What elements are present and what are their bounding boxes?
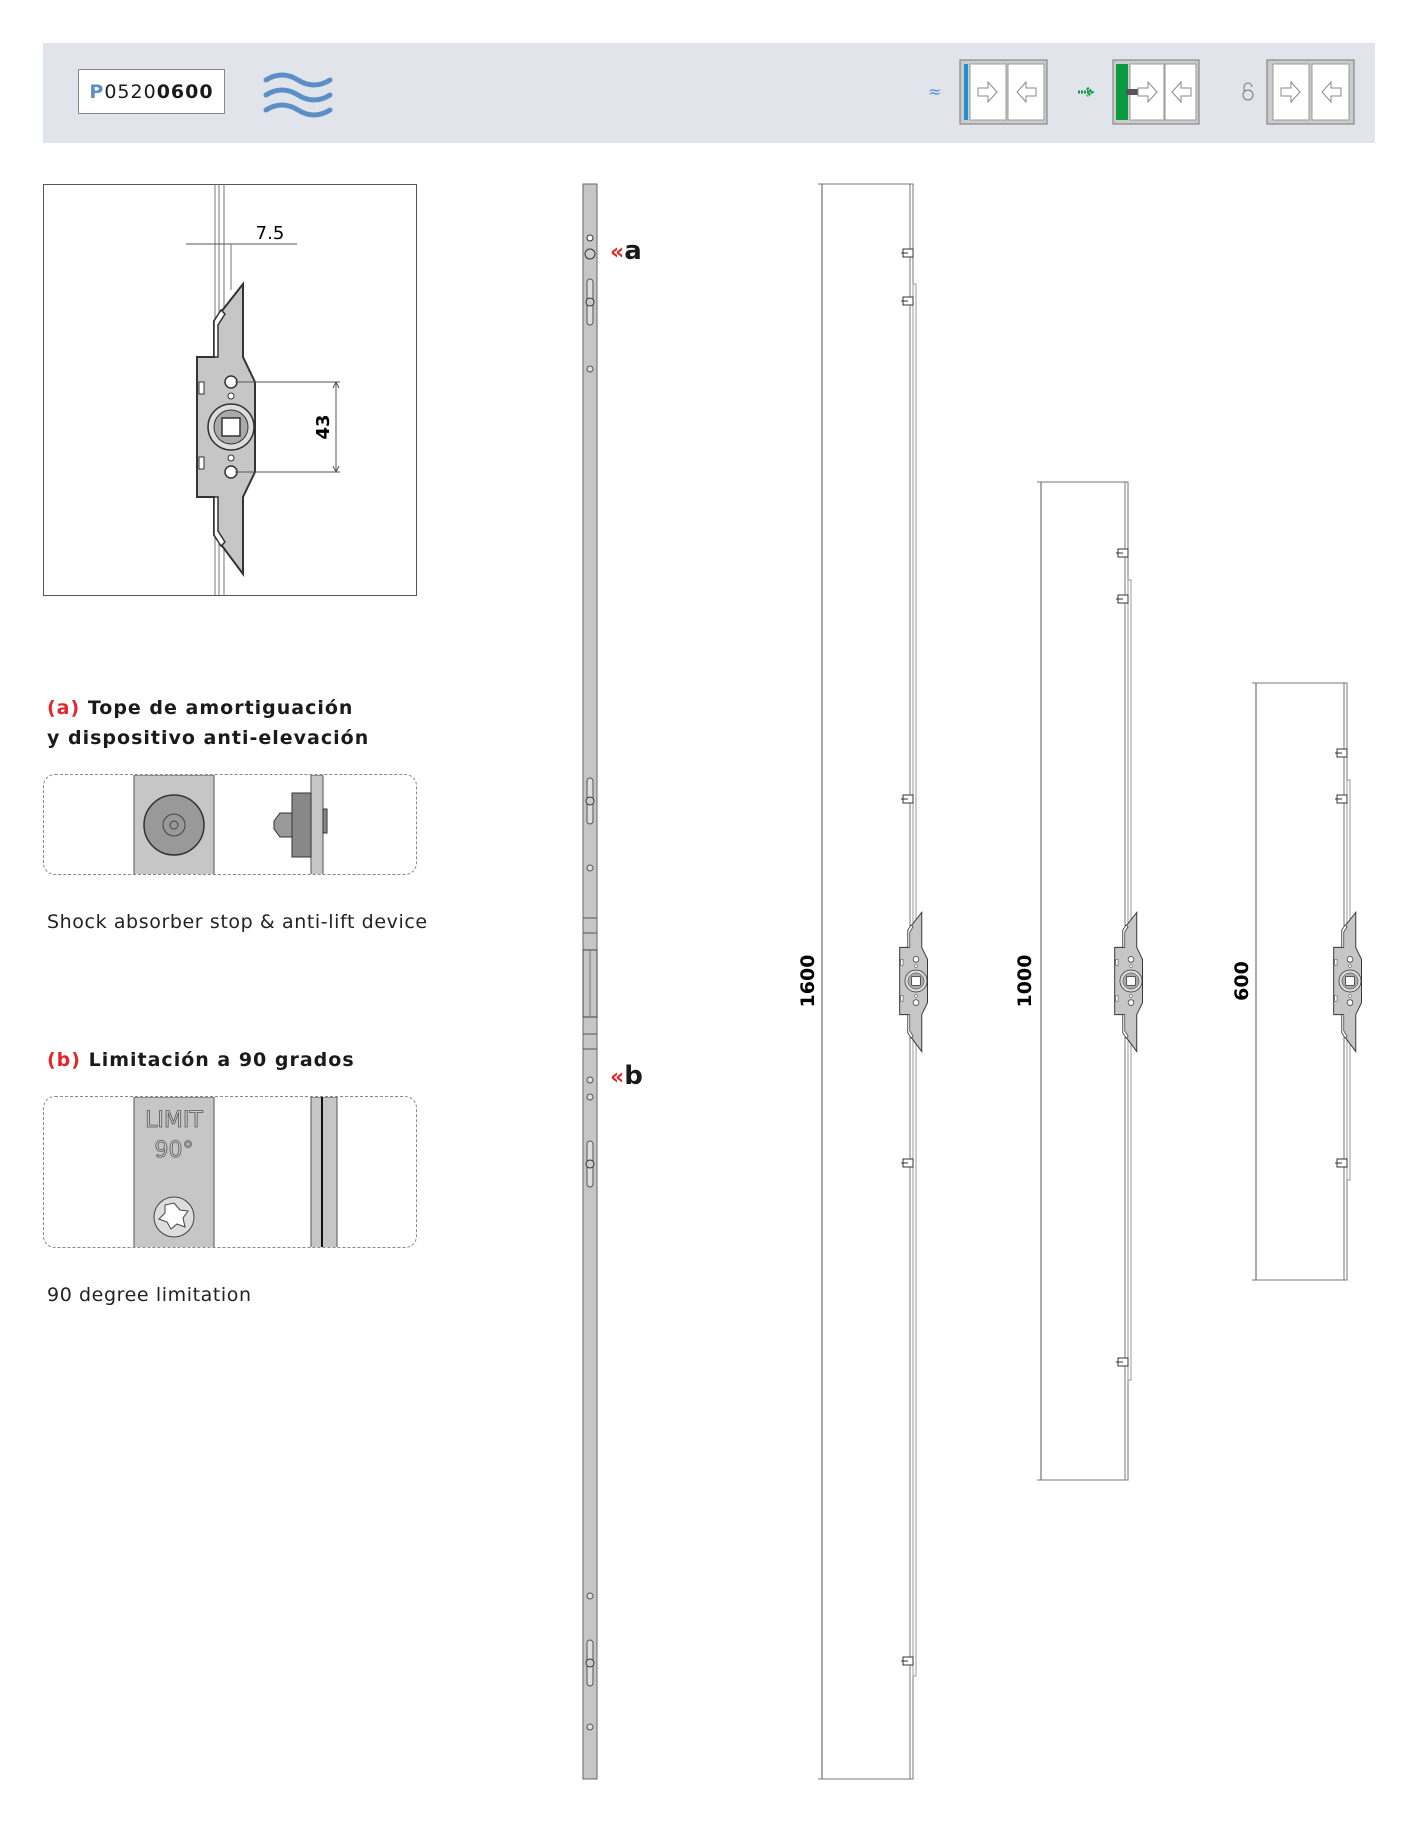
limit-plate-text: LIMIT — [145, 1108, 203, 1133]
push-window-icon — [1078, 59, 1200, 125]
product-code-mid: 0520 — [104, 80, 157, 103]
lock-window-icon — [1242, 59, 1355, 125]
damping-window-icon: ≈ — [928, 59, 1048, 125]
drawing-1000 — [1037, 481, 1144, 1481]
marker-a-label: a — [624, 236, 642, 266]
marker-b-label: b — [624, 1061, 643, 1091]
section-b-heading: (b) Limitación a 90 grados — [47, 1045, 355, 1075]
svg-text:≈: ≈ — [928, 82, 941, 101]
window-icons: ≈ — [928, 59, 1355, 125]
marker-b: «b — [610, 1061, 643, 1091]
length-label-600: 600 — [1231, 961, 1253, 1001]
section-b-marker: (b) — [47, 1049, 81, 1071]
length-label-1600: 1600 — [797, 955, 819, 1008]
section-a-caption: Shock absorber stop & anti-lift device — [47, 911, 428, 933]
waves-icon — [263, 72, 333, 118]
dim-width-label: 7.5 — [256, 223, 285, 244]
lock-strip — [582, 183, 598, 1780]
torx-screw-icon — [158, 1202, 189, 1230]
gearbox-detail — [186, 184, 340, 595]
section-a-marker: (a) — [47, 697, 81, 719]
double-chevron-icon: « — [610, 240, 625, 265]
section-b-caption: 90 degree limitation — [47, 1284, 252, 1306]
section-b-title: Limitación a 90 grados — [88, 1049, 355, 1071]
dim-height-label: 43 — [313, 414, 334, 439]
marker-a: «a — [610, 236, 642, 266]
drawing-1600 — [818, 183, 929, 1780]
gearbox-detail-frame — [43, 184, 417, 596]
section-a-title-line1: Tope de amortiguación — [87, 697, 354, 719]
section-a-title-line2: y dispositivo anti-elevación — [47, 727, 370, 749]
limit-plate-degrees: 90° — [155, 1138, 194, 1163]
shock-absorber-illustration — [43, 774, 417, 875]
limitation-illustration: LIMIT 90° — [43, 1096, 417, 1248]
section-a-heading: (a) Tope de amortiguación y dispositivo … — [47, 693, 369, 753]
length-label-1000: 1000 — [1014, 955, 1036, 1008]
product-code-prefix: P — [89, 80, 105, 103]
drawing-600 — [1252, 682, 1363, 1281]
product-code-suffix: 0600 — [156, 80, 214, 103]
double-chevron-icon: « — [610, 1065, 625, 1090]
